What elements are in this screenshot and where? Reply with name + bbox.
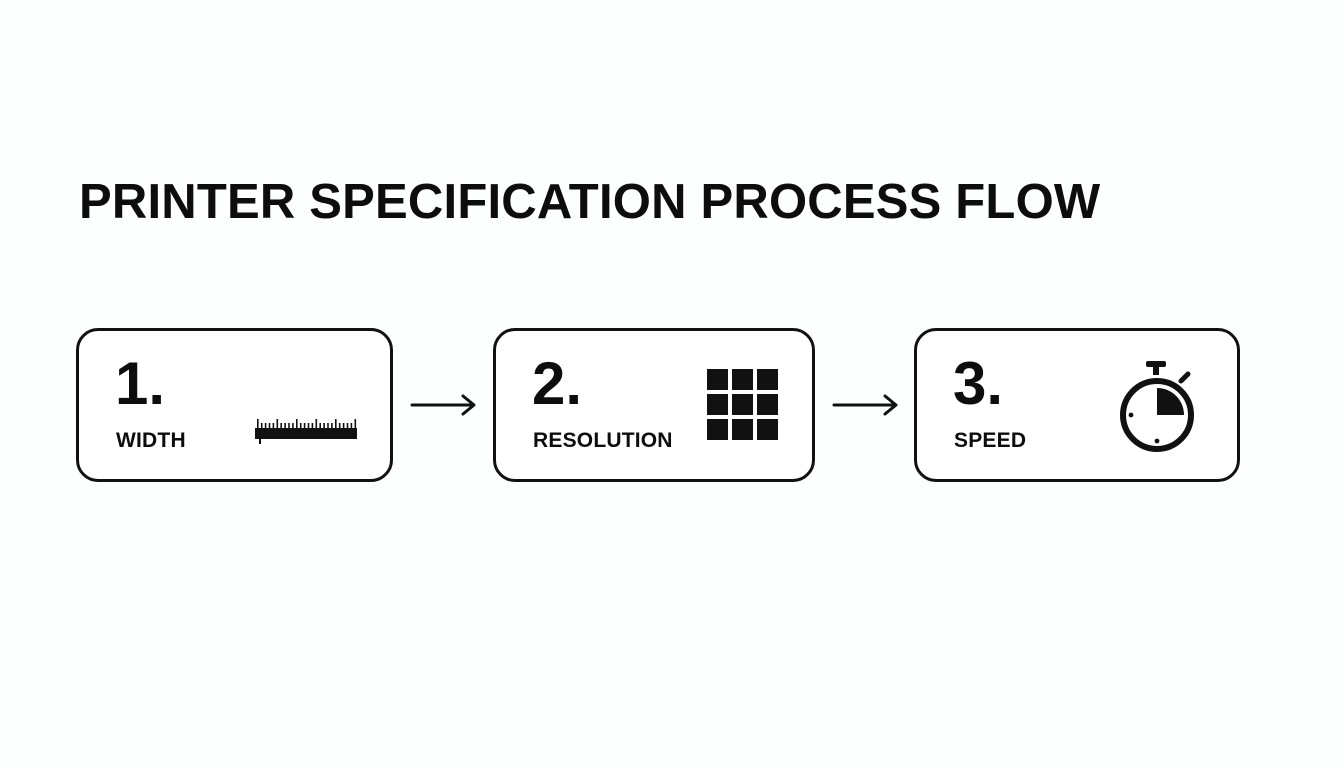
step-label: WIDTH <box>116 429 186 452</box>
stopwatch-icon <box>1120 361 1194 452</box>
step-card-speed: 3. SPEED <box>914 328 1240 482</box>
grid-icon <box>707 369 778 440</box>
step-number: 1. <box>115 350 166 417</box>
arrow-right-icon <box>410 394 476 416</box>
arrow-right-icon <box>832 394 898 416</box>
step-number: 2. <box>532 350 583 417</box>
step-number: 3. <box>953 350 1004 417</box>
page-title: PRINTER SPECIFICATION PROCESS FLOW <box>79 175 1101 229</box>
step-label: RESOLUTION <box>533 429 673 452</box>
ruler-icon <box>255 419 357 444</box>
step-card-width: 1. WIDTH <box>76 328 393 482</box>
step-label: SPEED <box>954 429 1027 452</box>
step-card-resolution: 2. RESOLUTION <box>493 328 815 482</box>
